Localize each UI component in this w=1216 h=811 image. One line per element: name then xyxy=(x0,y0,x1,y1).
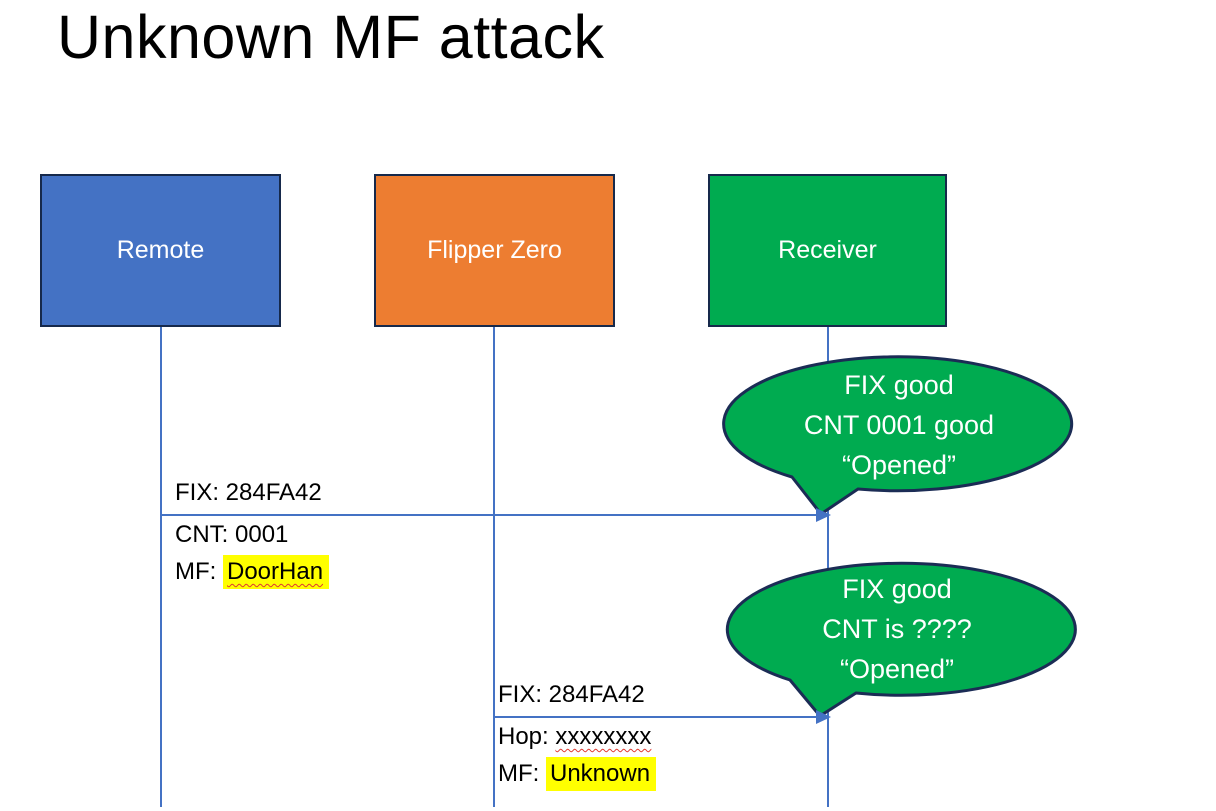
actor-label-flipper-zero: Flipper Zero xyxy=(427,236,562,264)
bubble2-line2: CNT is ???? xyxy=(822,614,972,644)
actor-label-receiver: Receiver xyxy=(778,236,877,264)
page-title: Unknown MF attack xyxy=(57,3,605,71)
message2-fix-label: FIX: 284FA42 xyxy=(498,681,645,708)
message1-mf-term-highlighted: DoorHan xyxy=(223,555,330,589)
speech-bubble-2 xyxy=(725,561,1077,718)
bubble2-line1: FIX good xyxy=(842,574,952,604)
actor-label-remote: Remote xyxy=(116,236,205,264)
arrowhead-flipper-to-receiver xyxy=(816,710,831,724)
message2-mf-prefix: MF: xyxy=(498,760,546,787)
message1-fix-label: FIX: 284FA42 xyxy=(175,479,322,506)
message1-mf-label: MF: DoorHan xyxy=(175,555,330,589)
actor-box-remote: Remote xyxy=(40,174,281,327)
message2-mf-term-highlighted: Unknown xyxy=(546,757,657,791)
bubble1-line3: “Opened” xyxy=(841,450,957,480)
message2-hop-prefix: Hop: xyxy=(498,723,556,750)
actor-box-receiver: Receiver xyxy=(708,174,947,327)
message1-mf-prefix: MF: xyxy=(175,558,223,585)
bubble1-line2: CNT 0001 good xyxy=(803,410,995,440)
speech-bubble-1-text: FIX good CNT 0001 good “Opened” xyxy=(725,357,1073,493)
message2-hop-label: Hop: xxxxxxxx xyxy=(498,723,651,751)
actor-box-flipper-zero: Flipper Zero xyxy=(374,174,615,327)
speech-bubble-2-text: FIX good CNT is ???? “Opened” xyxy=(723,562,1071,696)
message2-mf-label: MF: Unknown xyxy=(498,757,657,791)
speech-bubble-1 xyxy=(722,355,1074,517)
message2-hop-term: xxxxxxxx xyxy=(555,723,652,750)
message1-cnt-label: CNT: 0001 xyxy=(175,521,289,548)
bubble2-line3: “Opened” xyxy=(839,654,955,684)
arrowhead-remote-to-receiver xyxy=(816,508,831,522)
bubble1-line1: FIX good xyxy=(844,370,954,400)
